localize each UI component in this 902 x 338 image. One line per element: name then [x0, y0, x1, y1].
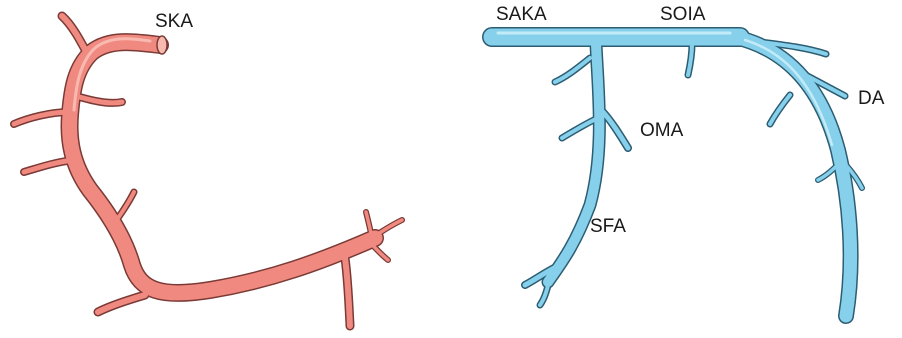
label-da: DA [858, 88, 885, 109]
label-oma: OMA [640, 120, 684, 141]
label-sfa: SFA [590, 216, 626, 237]
label-saka: SAKA [496, 4, 547, 25]
ska-vessel-tree [14, 16, 402, 326]
blue-vessel-tree [492, 33, 862, 316]
blue-fill [492, 37, 862, 316]
label-ska: SKA [155, 11, 193, 32]
label-soia: SOIA [660, 4, 706, 25]
ska-vessel-opening [157, 36, 167, 54]
